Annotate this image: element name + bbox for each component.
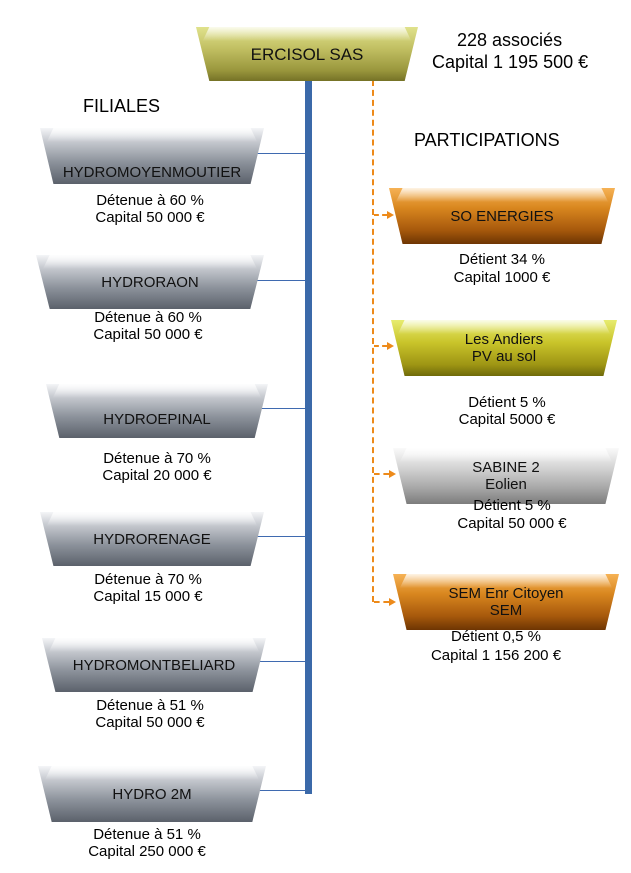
link-hydrorenage (229, 536, 305, 537)
filiales-heading: FILIALES (83, 96, 161, 116)
participation-share: Détient 34 % (459, 251, 545, 268)
filiale-box-hydroraon: HYDRORAON (36, 255, 264, 309)
filiale-box-hydro2m: HYDRO 2M (38, 766, 266, 822)
filiale-name: HYDROMOYENMOUTIER (62, 164, 242, 181)
arrow-sabine (389, 470, 396, 478)
participation-name-line2: PV au sol (471, 348, 537, 365)
filiale-share: Détenue à 70 % (94, 571, 202, 588)
filiale-share: Détenue à 51 % (96, 697, 204, 714)
participation-name-line2: Eolien (485, 476, 527, 493)
filiale-share: Détenue à 60 % (94, 309, 202, 326)
participation-box-so-energies: SO ENERGIES (389, 188, 615, 244)
filiale-capital: Capital 50 000 € (93, 326, 203, 343)
filiale-capital: Capital 50 000 € (95, 209, 205, 226)
ercisol-name: ERCISOL SAS (250, 44, 364, 64)
filiale-box-hydroepinal: HYDROEPINAL (46, 384, 268, 438)
participations-heading: PARTICIPATIONS (414, 130, 560, 150)
participation-share: Détient 0,5 % (450, 628, 542, 645)
filiale-share: Détenue à 70 % (103, 450, 211, 467)
participation-capital: Capital 1000 € (453, 269, 551, 286)
filiale-name: HYDRO 2M (112, 785, 192, 803)
filiale-name: HYDRORAON (101, 273, 199, 291)
participation-name-line1: Les Andiers (464, 331, 544, 348)
link-hydroepinal (232, 408, 305, 409)
filiales-spine (305, 80, 312, 794)
ercisol-associates: 228 associés (457, 30, 563, 50)
ercisol-capital: Capital 1 195 500 € (432, 52, 589, 72)
participation-capital: Capital 5000 € (458, 411, 556, 428)
link-so-energies (374, 214, 387, 216)
participation-share: Détient 5 % (468, 394, 546, 411)
participation-box-sabine: SABINE 2 Eolien (393, 448, 619, 504)
arrow-les-andiers (387, 342, 394, 350)
link-hydromoyenmoutier (229, 153, 305, 154)
arrow-sem (389, 598, 396, 606)
filiale-name: HYDROMONTBELIARD (72, 656, 236, 674)
filiale-box-hydromontbeliard: HYDROMONTBELIARD (42, 638, 266, 692)
participation-box-sem: SEM Enr Citoyen SEM (393, 574, 619, 630)
filiale-box-hydrorenage: HYDRORENAGE (40, 512, 264, 566)
filiale-capital: Capital 15 000 € (93, 588, 203, 605)
link-hydromontbeliard (229, 661, 305, 662)
arrow-so-energies (387, 211, 394, 219)
participation-box-les-andiers: Les Andiers PV au sol (391, 320, 617, 376)
participation-capital: Capital 1 156 200 € (430, 647, 562, 664)
link-les-andiers (374, 345, 387, 347)
filiale-share: Détenue à 60 % (96, 192, 204, 209)
participation-capital: Capital 50 000 € (457, 515, 567, 532)
link-sabine (374, 473, 389, 475)
filiale-capital: Capital 250 000 € (88, 843, 206, 860)
participation-name-line1: SO ENERGIES (450, 207, 554, 225)
filiale-box-hydromoyenmoutier: HYDROMOYENMOUTIER (40, 128, 264, 184)
filiale-capital: Capital 20 000 € (102, 467, 212, 484)
filiale-capital: Capital 50 000 € (95, 714, 205, 731)
link-hydro2m (227, 790, 305, 791)
participations-dashed-spine (372, 80, 374, 602)
filiale-name: HYDROEPINAL (103, 411, 211, 428)
filiale-name: HYDRORENAGE (93, 530, 211, 548)
ercisol-box: ERCISOL SAS (196, 27, 418, 81)
participation-name-line2: SEM (489, 602, 523, 619)
participation-share: Détient 5 % (473, 497, 551, 514)
filiale-share: Détenue à 51 % (93, 826, 201, 843)
participation-name-line1: SEM Enr Citoyen (448, 585, 564, 602)
link-hydroraon (229, 280, 305, 281)
link-sem (374, 601, 389, 603)
participation-name-line1: SABINE 2 (472, 459, 540, 476)
